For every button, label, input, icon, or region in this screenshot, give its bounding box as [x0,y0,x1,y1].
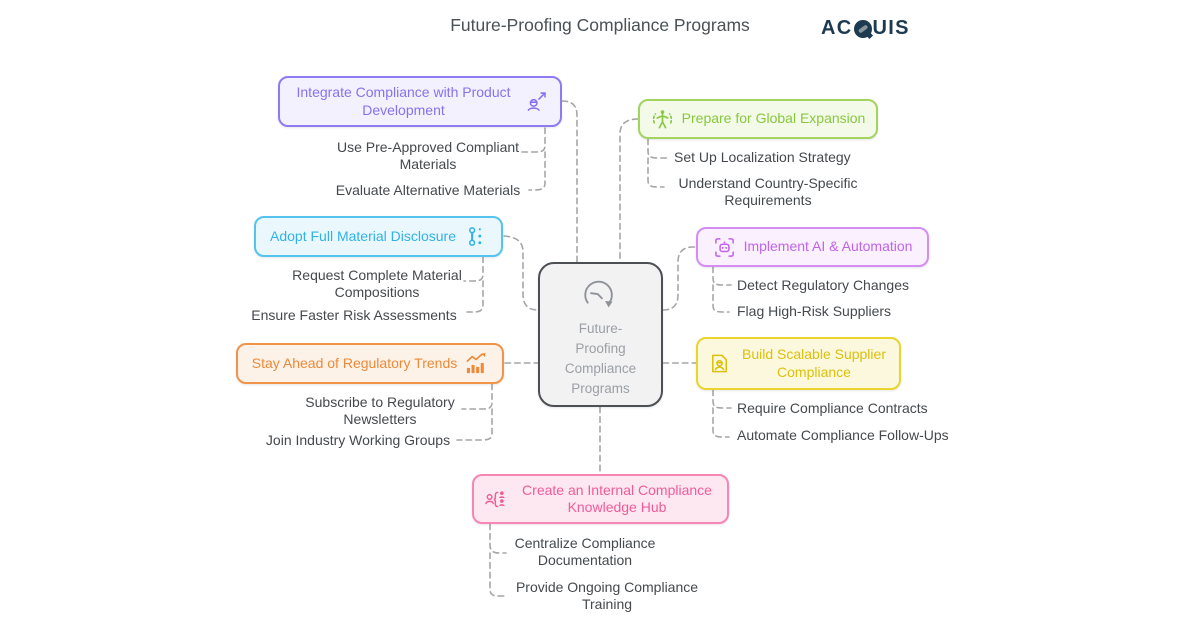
logo-q-mark-icon [853,19,872,38]
connector-trends-sub2 [456,408,493,441]
sub-item: Flag High-Risk Suppliers [737,303,892,319]
connector-disclosure-sub2 [466,280,484,313]
connector-supplier-sub2 [712,407,730,438]
branch-global-expansion: Prepare for Global Expansion [638,99,878,139]
connector-center-expansion [619,118,639,263]
branch-label: Stay Ahead of Regulatory Trends [251,354,458,371]
branch-label: Implement AI & Automation [743,238,913,255]
branch-regulatory-trends: Stay Ahead of Regulatory Trends [236,343,504,384]
acquis-logo: AC UIS [821,17,910,40]
connector-hub-sub2 [489,552,508,597]
branch-scalable-supplier-compliance: Build Scalable Supplier Compliance [696,337,901,390]
branch-label: Create an Internal Compliance Knowledge … [522,481,712,515]
sub-item: Understand Country-Specific Requirements [678,175,858,209]
branch-knowledge-hub: Create an Internal Compliance Knowledge … [472,474,729,524]
connector-ai-sub1 [712,266,732,286]
connector-supplier-sub1 [712,389,732,409]
people-hub-icon [484,488,509,511]
expansion-person-icon [651,108,674,131]
branch-label: Build Scalable Supplier Compliance [742,346,886,380]
node-link-icon [464,225,487,248]
connector-center-disclosure [503,235,539,311]
supplier-badge-icon [708,352,731,375]
connector-expansion-sub2 [647,157,665,188]
page-title: Future-Proofing Compliance Programs [450,15,750,35]
branch-full-material-disclosure: Adopt Full Material Disclosure [254,216,503,257]
sub-item: Detect Regulatory Changes [737,277,909,293]
sub-item: Join Industry Working Groups [265,432,451,448]
branch-integrate-product-development: Integrate Compliance with Product Develo… [278,76,562,127]
branch-label: Adopt Full Material Disclosure [270,227,456,244]
sub-item: Request Complete Material Compositions [292,267,462,301]
logo-text-suffix: UIS [872,17,910,39]
connector-center-product [561,100,578,263]
sub-item: Provide Ongoing Compliance Training [515,579,699,613]
logo-text-prefix: AC [821,17,853,39]
branch-label: Prepare for Global Expansion [681,110,866,127]
sub-item: Automate Compliance Follow-Ups [737,427,949,443]
connector-hub-sub1 [489,523,507,554]
sub-item: Evaluate Alternative Materials [335,182,521,198]
connector-product-sub1 [517,127,546,153]
robot-scan-icon [713,236,736,259]
connector-product-sub2 [528,151,546,191]
sub-item: Centralize Compliance Documentation [514,535,656,569]
sub-item: Require Compliance Contracts [737,400,928,416]
connector-ai-sub2 [712,284,730,313]
connector-center-ai [662,246,697,311]
sub-item: Set Up Localization Strategy [674,149,851,165]
sub-item: Subscribe to Regulatory Newsletters [305,394,455,428]
branch-ai-automation: Implement AI & Automation [696,227,929,267]
central-node-label: Future- Proofing Compliance Programs [564,321,637,396]
person-rocket-icon [525,90,550,113]
connector-expansion-sub1 [647,138,669,159]
connector-trends-sub1 [461,383,493,410]
sub-item: Ensure Faster Risk Assessments [251,307,457,323]
trend-chart-icon [465,352,488,375]
connector-disclosure-sub1 [463,256,484,282]
sub-item: Use Pre-Approved Compliant Materials [336,139,520,173]
forward-arc-arrow-icon [578,277,624,315]
branch-label: Integrate Compliance with Product Develo… [296,84,511,118]
central-node: Future- Proofing Compliance Programs [538,262,663,407]
